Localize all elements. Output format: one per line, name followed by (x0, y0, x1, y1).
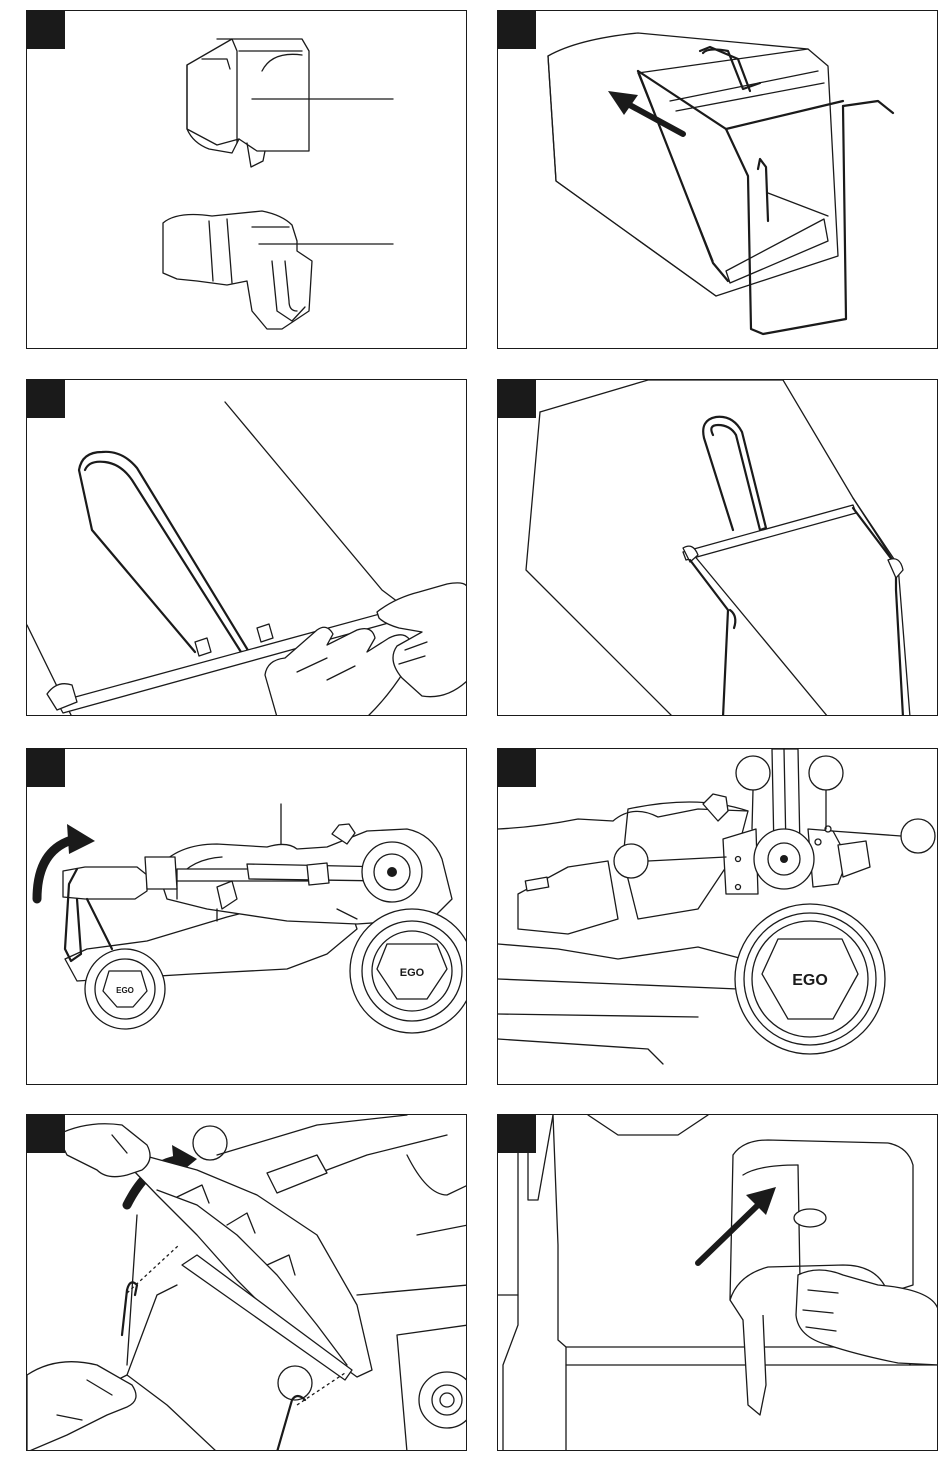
step-number-tag (27, 11, 65, 49)
figure-panel-6: EGO (497, 748, 938, 1085)
lower-bracket-part (163, 211, 312, 329)
figure-panel-8 (497, 1114, 938, 1451)
mower-side-view-illustration: EGO EGO (27, 749, 467, 1085)
hand-icon (265, 583, 467, 716)
figure-panel-1 (26, 10, 467, 349)
grass-bag-frame-illustration (498, 11, 938, 349)
bag-clip-illustration (27, 380, 467, 716)
callout-circle (614, 844, 648, 878)
bracket-parts-illustration (27, 11, 467, 349)
wheel-icon (754, 829, 814, 889)
upper-bracket-part (187, 39, 309, 167)
wheel-logo-text: EGO (116, 986, 134, 995)
step-number-tag (498, 380, 536, 418)
grass-bag-fabric-edge (225, 402, 402, 605)
callout-circle (193, 1126, 227, 1160)
wheel-icon: EGO (350, 909, 467, 1033)
figure-panel-2 (497, 10, 938, 349)
callout-leader-line (832, 831, 901, 836)
figure-panel-5: EGO EGO (26, 748, 467, 1085)
frame-handle-loop (703, 417, 766, 530)
callout-leader-line (648, 857, 726, 861)
callout-leader-line (752, 790, 753, 829)
figure-panel-3 (26, 379, 467, 716)
step-number-tag (27, 749, 65, 787)
step-number-tag (498, 1115, 536, 1153)
step-number-tag (27, 380, 65, 418)
frame-handle-loop (79, 452, 249, 652)
wheel-logo-text: EGO (400, 967, 425, 979)
step-number-tag (498, 749, 536, 787)
callout-circle (901, 819, 935, 853)
mower-deck (498, 794, 748, 1064)
wheel-icon: EGO (735, 904, 885, 1054)
callout-circle (736, 756, 770, 790)
step-number-tag (27, 1115, 65, 1153)
bracket-cover-illustration (498, 1115, 938, 1451)
figure-panel-7 (26, 1114, 467, 1451)
mower-rear-flap (109, 1145, 372, 1380)
hand-icon (796, 1270, 938, 1365)
figure-panel-4 (497, 379, 938, 716)
rear-flap-illustration (27, 1115, 467, 1451)
wheel-close-up-illustration: EGO (498, 749, 938, 1085)
step-number-tag (498, 11, 536, 49)
wheel-icon (362, 842, 422, 902)
grass-bag-fabric (548, 33, 838, 296)
wheel-logo-text: EGO (792, 972, 828, 989)
frame-crossbar (683, 505, 856, 560)
callout-circle (278, 1366, 312, 1400)
wheel-icon: EGO (85, 949, 165, 1029)
assembled-bag-illustration (498, 380, 938, 716)
callout-circle (809, 756, 843, 790)
